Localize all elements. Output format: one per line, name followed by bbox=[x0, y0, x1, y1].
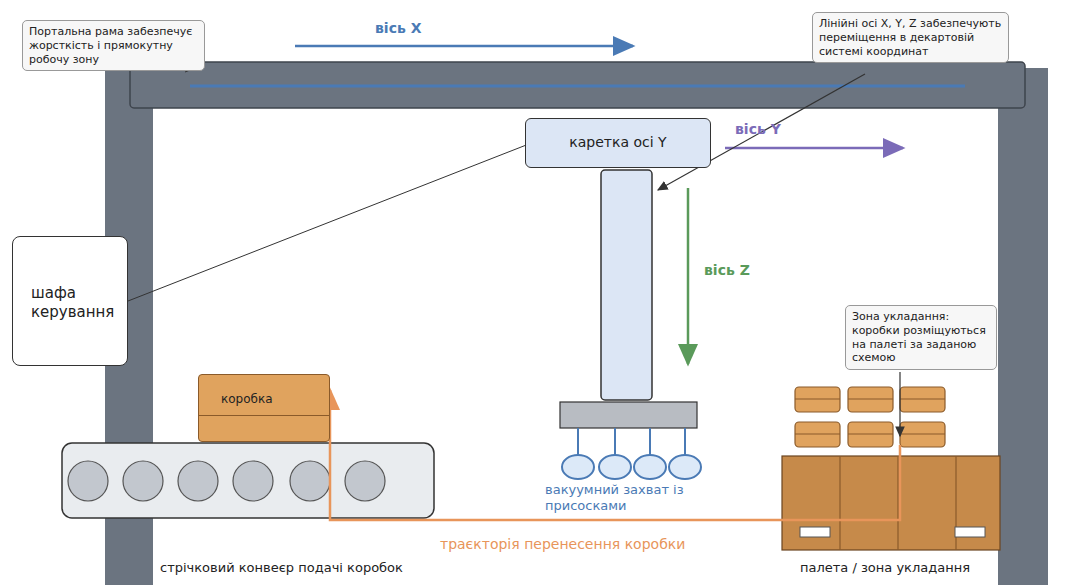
box-item: коробка bbox=[198, 374, 330, 442]
conveyor-label: стрічковий конвеєр подачі коробок bbox=[160, 560, 403, 576]
axis-label: вісь Y bbox=[735, 121, 781, 138]
node-text: Зона укладання: коробки розміщуються на … bbox=[852, 310, 990, 365]
top-beam bbox=[130, 62, 1025, 108]
z-axis-arrow bbox=[687, 188, 690, 364]
node-text: Лінійні осі X, Y, Z забезпечують переміщ… bbox=[819, 17, 1002, 58]
stacked-boxes bbox=[795, 387, 945, 447]
conveyor-rollers bbox=[68, 461, 385, 501]
pallet-label: палета / зона укладання bbox=[800, 560, 970, 576]
node-text: Портальна рама забезпечує жорсткість і п… bbox=[29, 25, 198, 66]
leader-arrow bbox=[899, 372, 900, 436]
gripper-label: вакуумний захват із присосками bbox=[545, 482, 685, 513]
y-axis-arrow bbox=[725, 147, 903, 150]
y-carriage: каретка осі Y bbox=[525, 118, 711, 168]
gripper-plate bbox=[560, 402, 697, 428]
x-rail bbox=[190, 85, 965, 88]
x-axis-arrow bbox=[295, 45, 633, 48]
right-leg bbox=[998, 68, 1048, 585]
callout-box: Лінійні осі X, Y, Z забезпечують переміщ… bbox=[812, 12, 1009, 63]
control-cabinet: шафа керування bbox=[12, 236, 128, 366]
pallet-feet bbox=[800, 527, 985, 537]
callout-box: Зона укладання: коробки розміщуються на … bbox=[845, 305, 997, 370]
axis-label: вісь X bbox=[375, 20, 421, 37]
node-text: шафа керування bbox=[31, 284, 119, 322]
leader-connector bbox=[128, 146, 525, 302]
conveyor bbox=[62, 443, 434, 518]
suction-cups bbox=[562, 428, 701, 479]
pallet bbox=[782, 456, 1000, 550]
callout-box: Портальна рама забезпечує жорсткість і п… bbox=[22, 20, 205, 71]
node-text: коробка bbox=[221, 392, 323, 407]
trajectory-label: траєкторія перенесення коробки bbox=[440, 536, 685, 553]
transfer-trajectory bbox=[330, 390, 900, 520]
node-text: каретка осі Y bbox=[569, 134, 666, 152]
pallet-boards bbox=[840, 456, 956, 550]
axis-label: вісь Z bbox=[704, 262, 750, 279]
z-column bbox=[601, 170, 652, 400]
